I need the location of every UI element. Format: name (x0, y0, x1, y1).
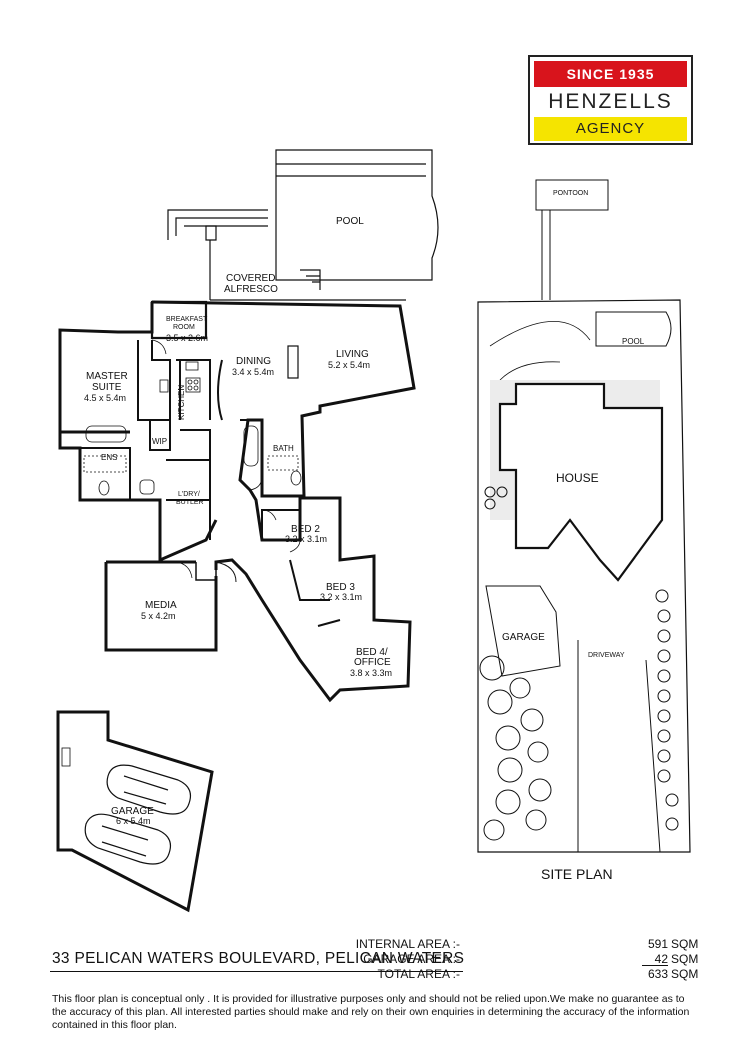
site-pontoon-label: PONTOON (553, 190, 589, 197)
room-laundry-label-2: BUTLER (176, 499, 204, 506)
site-pool-label: POOL (622, 337, 645, 346)
logo-name: HENZELLS (548, 90, 673, 113)
room-bed4-dim: 3.8 x 3.3m (350, 668, 393, 678)
media-walls (104, 560, 237, 652)
garage-cars (84, 764, 191, 865)
room-bath-label: BATH (273, 444, 294, 453)
room-media-label: MEDIA (145, 600, 177, 611)
site-plan (477, 179, 691, 853)
room-breakfast-dim: 3.5 x 2.6m (166, 333, 209, 343)
room-master-label-2: SUITE (92, 382, 122, 393)
room-bed3-label: BED 3 (326, 582, 355, 593)
room-living-dim: 5.2 x 5.4m (328, 360, 371, 370)
garage-shelf (61, 747, 71, 767)
pool-outline (167, 149, 439, 290)
room-ens-label: ENS (101, 453, 118, 462)
house-walls (58, 300, 416, 703)
area-total-unit: SQM (671, 967, 699, 981)
address-underline (50, 971, 463, 972)
room-alfresco-label-1: COVERED (226, 273, 276, 284)
site-driveway-label: DRIVEWAY (588, 652, 625, 659)
area-total-value: 633 (647, 967, 668, 981)
room-dining-label: DINING (236, 356, 271, 367)
door-swings (151, 339, 301, 579)
area-garage-label: GARAGE AREA :- (363, 952, 460, 966)
room-kitchen-label: KITCHEN (177, 384, 186, 420)
area-garage-unit: SQM (671, 952, 699, 966)
room-alfresco-label-2: ALFRESCO (224, 284, 278, 295)
area-garage-value: 42 (654, 952, 668, 966)
henzells-logo: SINCE 1935 HENZELLS AGENCY (528, 55, 693, 145)
room-laundry-label-1: L'DRY/ (178, 491, 200, 498)
disclaimer-text: This floor plan is conceptual only . It … (52, 993, 690, 1031)
interior-walls (80, 340, 341, 627)
room-master-dim: 4.5 x 5.4m (84, 393, 127, 403)
logo-agency: AGENCY (534, 117, 687, 141)
area-internal-value: 591 (647, 937, 668, 951)
site-trees (479, 486, 679, 841)
room-pool-label: POOL (336, 216, 364, 227)
logo-since: SINCE 1935 (534, 61, 687, 87)
room-wip-label: WIP (152, 437, 168, 446)
area-internal-unit: SQM (671, 937, 699, 951)
room-living-label: LIVING (336, 349, 369, 360)
room-breakfast-label-2: ROOM (173, 324, 195, 331)
kitchen-fixtures (159, 361, 201, 393)
room-breakfast-label-1: BREAKFAST (166, 316, 208, 323)
garage-walls (56, 710, 214, 913)
room-bed4-label-1: BED 4/ (356, 647, 388, 658)
site-house-label: HOUSE (556, 471, 599, 485)
room-dining-dim: 3.4 x 5.4m (232, 367, 275, 377)
site-garage-label: GARAGE (502, 632, 545, 643)
room-garage-label: GARAGE (111, 806, 154, 817)
property-address: 33 PELICAN WATERS BOULEVARD, PELICAN WAT… (52, 950, 465, 967)
room-bed2-label: BED 2 (291, 524, 320, 535)
area-internal-label: INTERNAL AREA :- (355, 937, 460, 951)
site-plan-title: SITE PLAN (541, 866, 613, 882)
room-bed3-dim: 3.2 x 3.1m (320, 592, 363, 602)
room-garage-dim: 6 x 5.4m (116, 816, 151, 826)
bathroom-fixtures (83, 425, 302, 496)
room-media-dim: 5 x 4.2m (141, 611, 176, 621)
area-sum-underline (642, 965, 668, 966)
room-bed4-label-2: OFFICE (354, 657, 391, 668)
room-bed2-dim: 3.2 x 3.1m (285, 534, 328, 544)
room-master-label-1: MASTER (86, 371, 128, 382)
area-total-label: TOTAL AREA :- (377, 967, 460, 981)
dining-bench (287, 345, 299, 379)
